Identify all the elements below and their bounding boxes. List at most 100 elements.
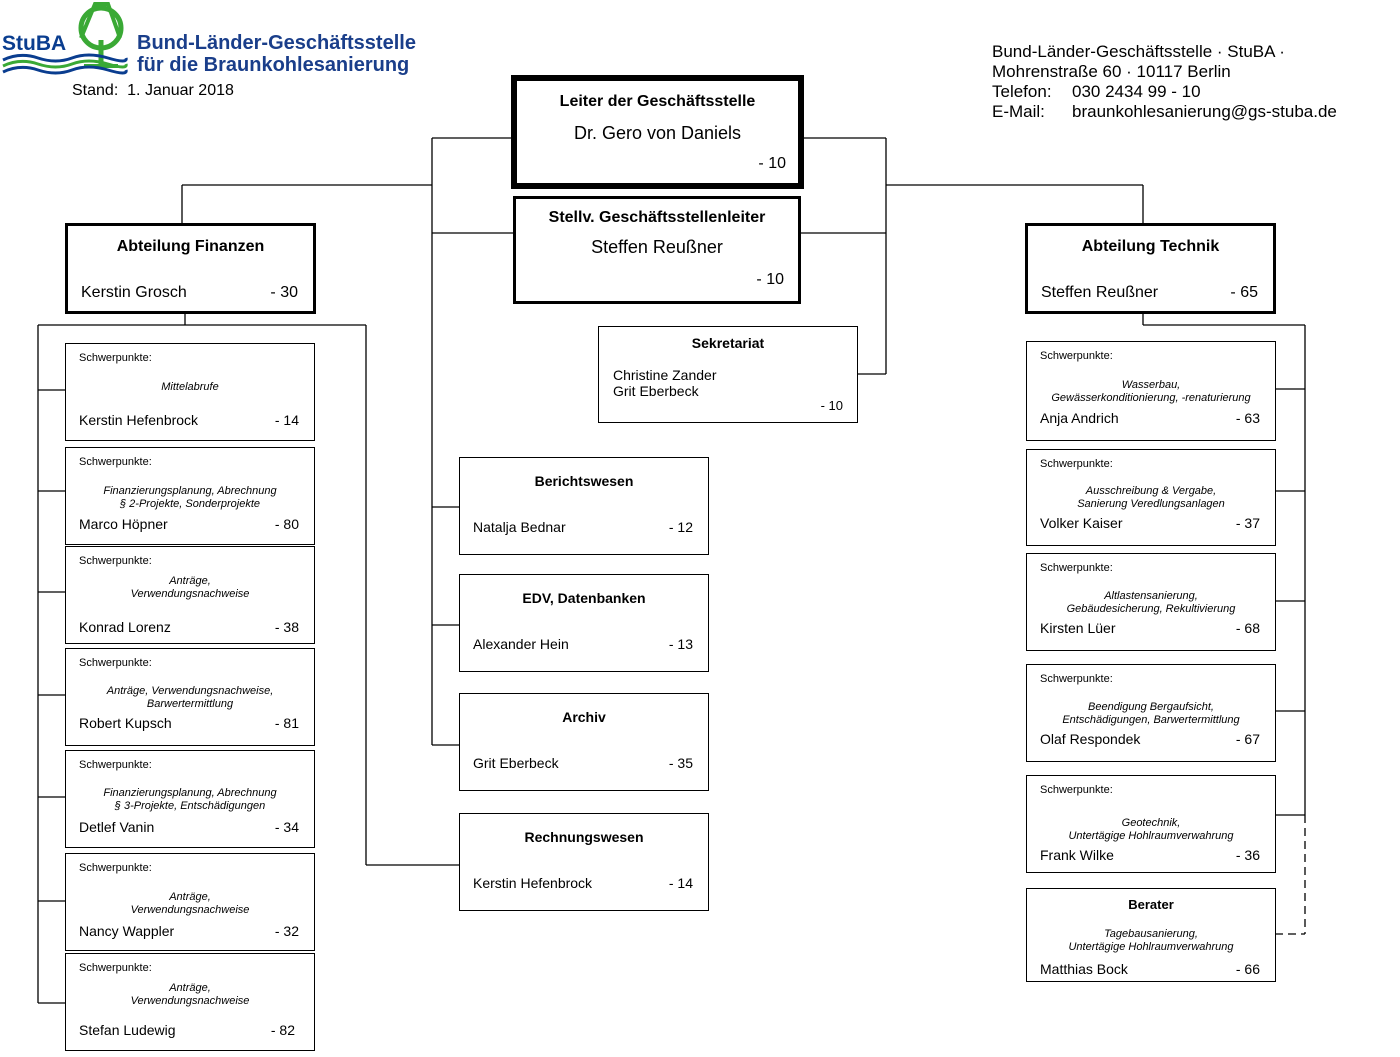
focus-line-1: Finanzierungsplanung, Abrechnung xyxy=(103,485,277,497)
focus-label: Schwerpunkte: xyxy=(79,759,152,771)
staff-name: Frank Wilke xyxy=(1040,847,1114,863)
staff-name: Konrad Lorenz xyxy=(79,619,171,635)
secretariat-title: Sekretariat xyxy=(691,335,765,351)
focus-label: Schwerpunkte: xyxy=(1040,784,1113,796)
focus-line-2: Gewässerkonditionierung, -renaturierung xyxy=(1051,392,1251,404)
finance-department-box: Abteilung Finanzen Kerstin Grosch - 30 xyxy=(65,223,316,314)
finance-head-ext: - 30 xyxy=(270,284,298,301)
advisor-box: Berater Tagebausanierung, Untertägige Ho… xyxy=(1026,888,1276,982)
staff-ext: - 14 xyxy=(274,412,299,428)
secretariat-name-1: Christine Zander xyxy=(613,367,717,383)
deputy-head-box: Stellv. Geschäftsstellenleiter Steffen R… xyxy=(513,196,801,304)
unit-title: Berichtswesen xyxy=(534,473,634,489)
head-title: Leiter der Geschäftsstelle xyxy=(559,93,756,110)
staff-ext: - 38 xyxy=(274,619,299,635)
finance-staff-box: Schwerpunkte: Finanzierungsplanung, Abre… xyxy=(65,750,315,848)
focus-line-1: Anträge, xyxy=(169,982,211,994)
focus-line-1: Finanzierungsplanung, Abrechnung xyxy=(103,787,277,799)
technik-staff-box: Schwerpunkte: Ausschreibung & Vergabe, S… xyxy=(1026,449,1276,546)
unit-box-berichtswesen: Berichtswesen Natalja Bednar - 12 xyxy=(459,457,709,555)
staff-name: Kerstin Hefenbrock xyxy=(79,412,199,428)
staff-ext: - 36 xyxy=(1235,847,1260,863)
finance-staff-box: Schwerpunkte: Finanzierungsplanung, Abre… xyxy=(65,447,315,545)
focus-line-2: Verwendungsnachweise xyxy=(130,588,250,600)
focus-line-1: Ausschreibung & Vergabe, xyxy=(1085,485,1217,497)
staff-ext: - 32 xyxy=(274,923,299,939)
focus-label: Schwerpunkte: xyxy=(79,456,152,468)
secretariat-ext: - 10 xyxy=(820,398,843,413)
focus-label: Schwerpunkte: xyxy=(1040,350,1113,362)
staff-name: Kirsten Lüer xyxy=(1040,620,1116,636)
unit-person: Grit Eberbeck xyxy=(473,755,559,771)
secretariat-name-2: Grit Eberbeck xyxy=(613,383,699,399)
email-address[interactable]: braunkohlesanierung@gs-stuba.de xyxy=(1072,102,1337,121)
unit-box-rechnungswesen: Rechnungswesen Kerstin Hefenbrock - 14 xyxy=(459,813,709,911)
focus-line-1: Anträge, xyxy=(169,891,211,903)
focus-line-2: Untertägige Hohlraumverwahrung xyxy=(1068,941,1234,953)
staff-ext: - 37 xyxy=(1235,515,1260,531)
technik-staff-box: Schwerpunkte: Geotechnik, Untertägige Ho… xyxy=(1026,775,1276,873)
focus-line-1: Beendigung Bergaufsicht, xyxy=(1088,701,1214,713)
unit-person: Kerstin Hefenbrock xyxy=(473,875,593,891)
unit-title: Rechnungswesen xyxy=(524,829,644,845)
deputy-name: Steffen Reußner xyxy=(591,237,723,257)
focus-label: Schwerpunkte: xyxy=(79,352,152,364)
focus-line-1: Tagebausanierung, xyxy=(1104,928,1198,940)
focus-label: Schwerpunkte: xyxy=(1040,673,1113,685)
finance-title: Abteilung Finanzen xyxy=(116,238,265,255)
unit-ext: - 35 xyxy=(668,755,693,771)
address-line2: Mohrenstraße 60 · 10117 Berlin xyxy=(992,62,1231,81)
email-label: E-Mail: xyxy=(992,102,1045,121)
unit-title: EDV, Datenbanken xyxy=(522,590,646,606)
focus-label: Schwerpunkte: xyxy=(1040,458,1113,470)
focus-line-2: § 3-Projekte, Entschädigungen xyxy=(114,800,266,812)
advisor-title: Berater xyxy=(1128,897,1174,912)
stand-date: Stand: 1. Januar 2018 xyxy=(72,82,234,99)
finance-staff-box: Schwerpunkte: Anträge, Verwendungsnachwe… xyxy=(65,648,315,746)
logo-short-name: StuBA xyxy=(2,32,67,55)
finance-staff-box: Schwerpunkte: Anträge, Verwendungsnachwe… xyxy=(65,853,315,951)
staff-ext: - 66 xyxy=(1235,961,1260,977)
stuba-logo: StuBA Bund-Länder-Geschäftsstelle für di… xyxy=(0,0,430,80)
head-name: Dr. Gero von Daniels xyxy=(573,123,742,143)
staff-name: Volker Kaiser xyxy=(1040,515,1123,531)
focus-label: Schwerpunkte: xyxy=(79,962,152,974)
focus-line-2: Verwendungsnachweise xyxy=(130,995,250,1007)
unit-box-archiv: Archiv Grit Eberbeck - 35 xyxy=(459,693,709,791)
phone-label: Telefon: xyxy=(992,82,1052,101)
focus-line-2: Sanierung Veredlungsanlagen xyxy=(1077,498,1225,510)
unit-ext: - 13 xyxy=(668,636,693,652)
phone-number: 030 2434 99 - 10 xyxy=(1072,82,1201,101)
staff-name: Stefan Ludewig xyxy=(79,1022,176,1038)
technical-department-box: Abteilung Technik Steffen Reußner - 65 xyxy=(1025,223,1276,314)
finance-staff-box: Schwerpunkte: Mittelabrufe Kerstin Hefen… xyxy=(65,343,315,441)
staff-name: Robert Kupsch xyxy=(79,715,172,731)
deputy-ext: - 10 xyxy=(756,271,784,288)
focus-line-1: Geotechnik, xyxy=(1121,817,1181,829)
staff-ext: - 67 xyxy=(1235,731,1260,747)
focus-label: Schwerpunkte: xyxy=(1040,562,1113,574)
head-ext: - 10 xyxy=(758,155,786,172)
focus-line-2: Untertägige Hohlraumverwahrung xyxy=(1068,830,1234,842)
unit-person: Natalja Bednar xyxy=(473,519,566,535)
staff-ext: - 34 xyxy=(274,819,299,835)
focus-line-2: § 2-Projekte, Sonderprojekte xyxy=(119,498,261,510)
technik-staff-box: Schwerpunkte: Beendigung Bergaufsicht, E… xyxy=(1026,664,1276,762)
staff-ext: - 81 xyxy=(274,715,299,731)
tree-wave-logo-icon xyxy=(2,1,128,75)
focus-line-1: Anträge, xyxy=(169,575,211,587)
technik-head-ext: - 65 xyxy=(1230,284,1258,301)
staff-name: Detlef Vanin xyxy=(79,819,155,835)
staff-ext: - 63 xyxy=(1235,410,1260,426)
deputy-title: Stellv. Geschäftsstellenleiter xyxy=(548,209,766,226)
technik-head-name: Steffen Reußner xyxy=(1041,284,1159,301)
staff-name: Matthias Bock xyxy=(1040,961,1128,977)
focus-line-2: Gebäudesicherung, Rekultivierung xyxy=(1066,603,1236,615)
focus-line-2: Entschädigungen, Barwertermittlung xyxy=(1062,714,1240,726)
staff-name: Anja Andrich xyxy=(1040,410,1119,426)
focus-line-2: Verwendungsnachweise xyxy=(130,904,250,916)
unit-ext: - 12 xyxy=(668,519,693,535)
staff-name: Olaf Respondek xyxy=(1040,731,1141,747)
unit-box-edv: EDV, Datenbanken Alexander Hein - 13 xyxy=(459,574,709,672)
